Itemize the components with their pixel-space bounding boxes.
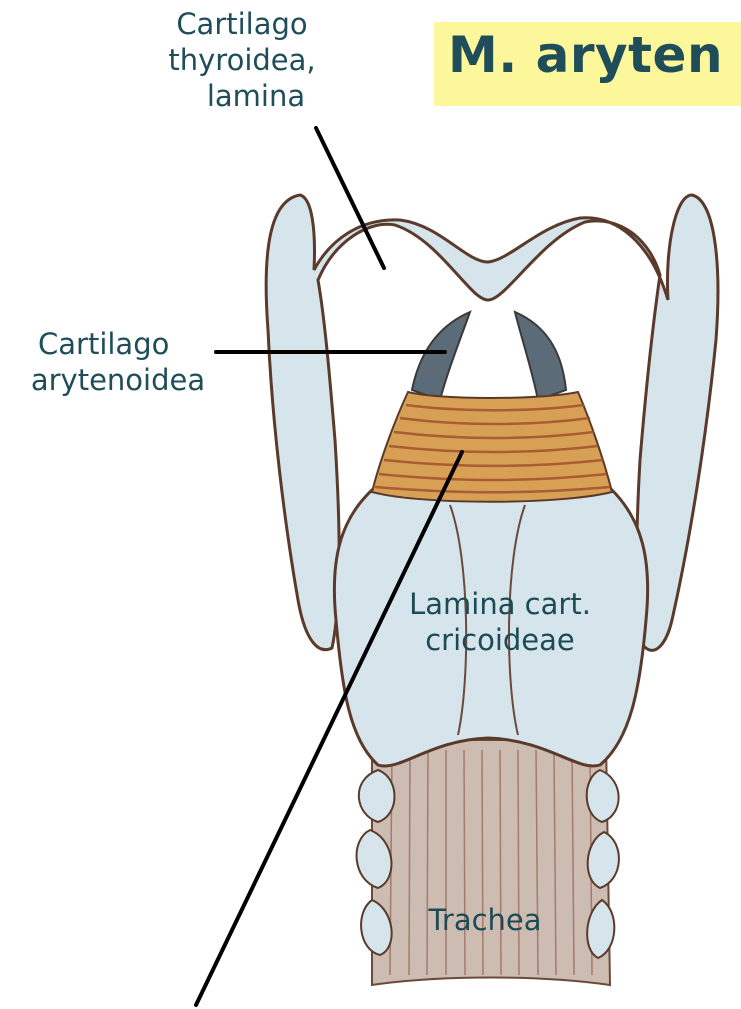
arytenoid-label: Cartilago arytenoidea bbox=[2, 326, 234, 398]
cricoid-lamina-label-line1: Lamina cart. bbox=[396, 586, 604, 622]
page-title: M. aryten bbox=[448, 26, 723, 84]
arytenoid-cartilages bbox=[412, 312, 566, 400]
cricoid-lamina-label: Lamina cart. cricoideae bbox=[396, 586, 604, 658]
arytenoid-label-line2: arytenoidea bbox=[2, 362, 234, 398]
arytenoid-label-line1: Cartilago bbox=[2, 326, 234, 362]
trachea bbox=[357, 740, 619, 985]
thyroid-lamina-label-line2: thyroidea, bbox=[142, 42, 342, 78]
thyroid-lamina-label-line3: lamina bbox=[142, 78, 342, 114]
thyroid-lamina-leader bbox=[316, 128, 384, 268]
trachea-label: Trachea bbox=[410, 902, 560, 938]
thyroid-lamina-label-line1: Cartilago bbox=[142, 6, 342, 42]
cricoid-lamina-label-line2: cricoideae bbox=[396, 622, 604, 658]
arytenoid-transverse-muscle bbox=[372, 392, 612, 502]
title-banner: M. aryten bbox=[434, 22, 741, 106]
thyroid-lamina-label: Cartilago thyroidea, lamina bbox=[142, 6, 342, 114]
